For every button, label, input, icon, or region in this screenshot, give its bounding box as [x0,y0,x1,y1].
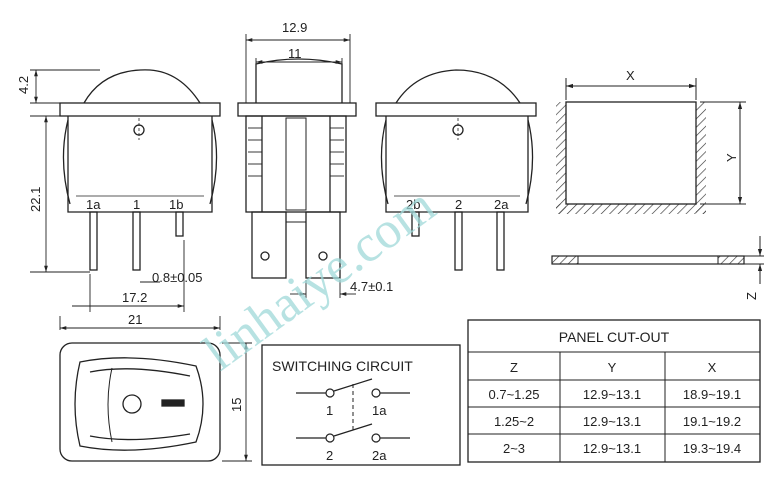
cutout-y-label: Y [724,153,739,162]
circuit-label-2: 2 [326,448,333,463]
dim-width-inner: 11 [288,46,302,61]
dim-top-height: 15 [229,398,244,412]
table-cell: 19.1~19.2 [683,414,741,429]
table-cell: 2~3 [503,441,525,456]
dim-pin-thickness: 0.8±0.05 [152,270,203,285]
pin-label-1b: 1b [169,197,183,212]
table-header-y: Y [608,360,617,375]
pin-label-2a: 2a [494,197,509,212]
dim-width-total: 12.9 [282,20,307,35]
dim-lines-top [222,342,252,462]
dim-rocker-height: 4.2 [16,76,31,94]
dim-terminal-gap: 4.7±0.1 [350,279,393,294]
dim-body-height: 22.1 [28,187,43,212]
circuit-label-1a: 1a [372,403,387,418]
switching-circuit-box [261,344,461,466]
watermark: linhaiye.com [194,177,446,382]
pin-label-1: 1 [133,197,140,212]
table-cell: 12.9~13.1 [583,441,641,456]
table-cell: 1.25~2 [494,414,534,429]
dim-top-width: 21 [128,312,142,327]
panel-cutout-table [467,319,761,463]
dim-pin-pitch: 17.2 [122,290,147,305]
pin-label-1a: 1a [86,197,101,212]
pin-label-2: 2 [455,197,462,212]
rocker-actuator [83,69,201,104]
table-cell: 18.9~19.1 [683,387,741,402]
table-cell: 12.9~13.1 [583,387,641,402]
table-header-x: X [708,360,717,375]
table-cell: 19.3~19.4 [683,441,741,456]
top-view [59,342,221,462]
table-header-z: Z [510,360,518,375]
cutout-x-label: X [626,68,635,83]
circuit-label-2a: 2a [372,448,387,463]
front-view-right [375,69,537,271]
panel-cutout-drawing [551,78,764,284]
cutout-z-label: Z [744,292,759,300]
dim-lines-left [30,69,221,330]
pin-label-2b: 2b [406,197,420,212]
table-cell: 0.7~1.25 [489,387,540,402]
front-view-left [59,69,221,271]
table-title: PANEL CUT-OUT [559,329,670,345]
table-cell: 12.9~13.1 [583,414,641,429]
circuit-label-1: 1 [326,403,333,418]
dim-lines-side [245,34,356,298]
switching-circuit-title: SWITCHING CIRCUIT [272,358,413,374]
